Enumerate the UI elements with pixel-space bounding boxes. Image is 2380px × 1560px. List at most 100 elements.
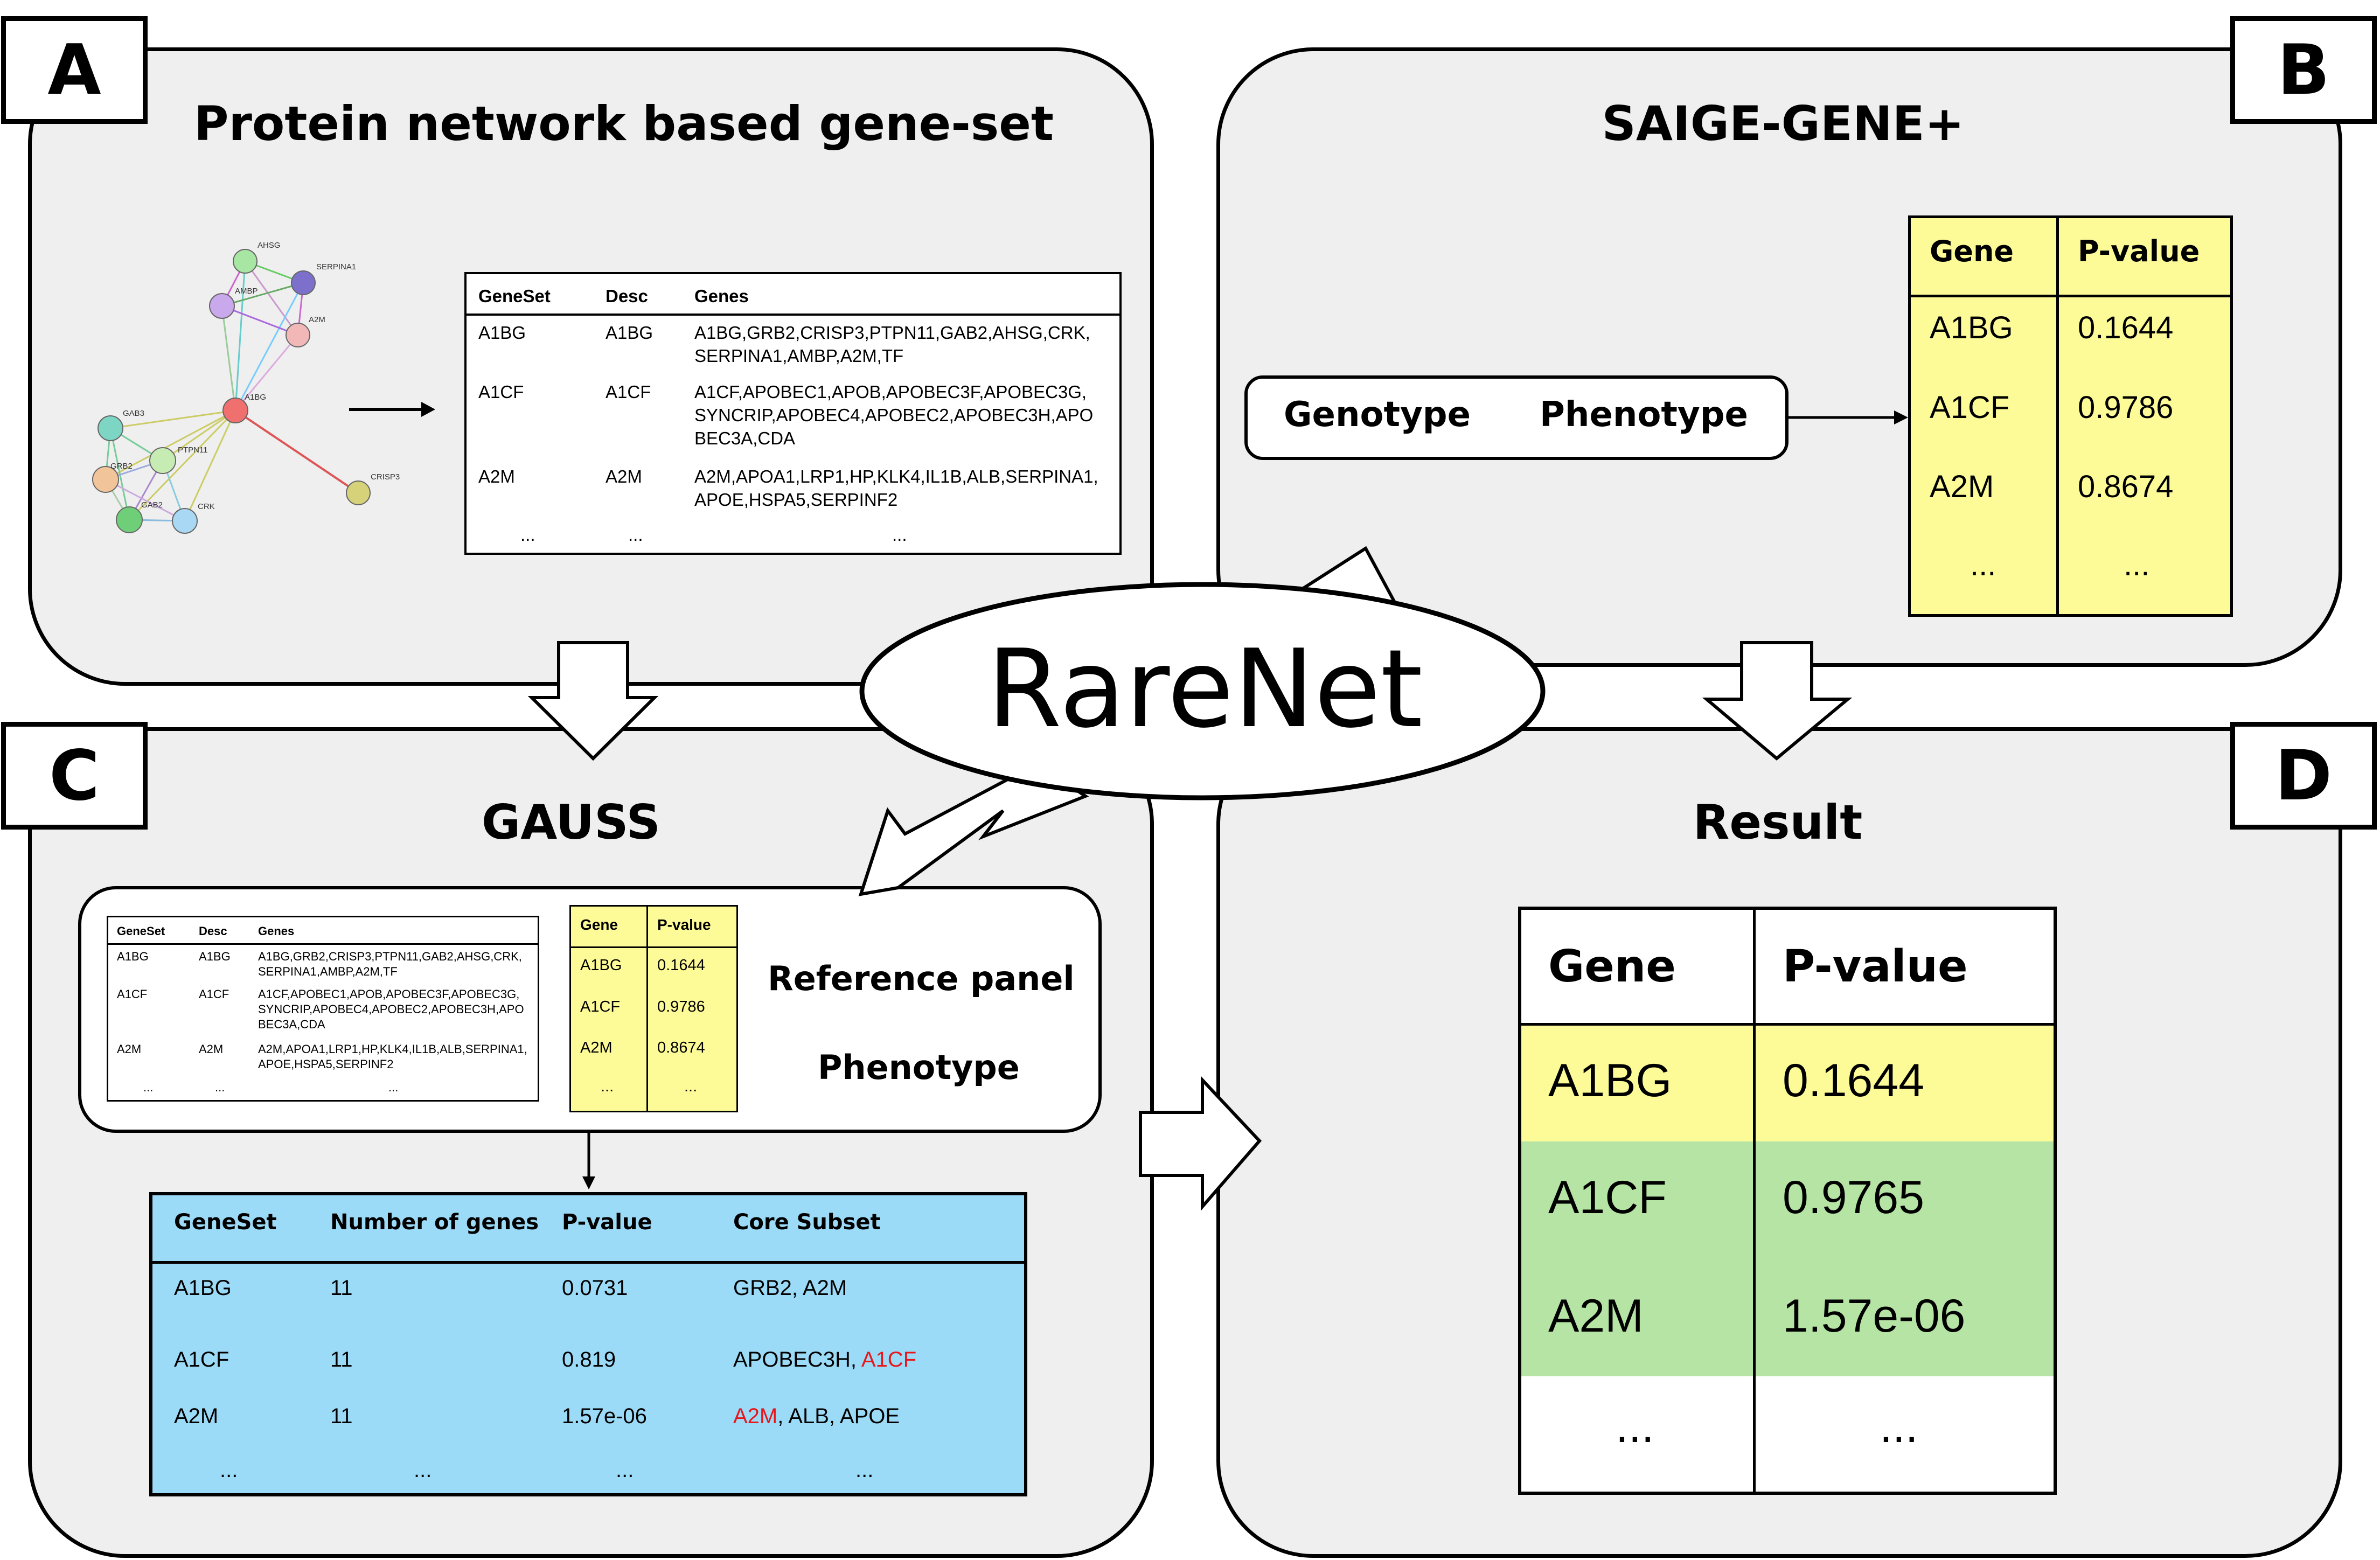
table-cell: A1BG (580, 957, 622, 974)
col-header: Desc (199, 924, 227, 938)
col-header: Gene (1930, 234, 2014, 268)
panel-d-label: D (2230, 722, 2377, 830)
arrow-rarenet-to-c (858, 762, 1089, 896)
table-cell: A1BG,GRB2,CRISP3,PTPN11,GAB2,AHSG,CRK, (258, 950, 522, 963)
table-ellipsis: ... (892, 525, 907, 545)
node-grb2 (92, 466, 119, 493)
node-gab2 (116, 506, 143, 533)
svg-text:GAB2: GAB2 (141, 500, 163, 510)
input-reference-panel: Reference panel (768, 959, 1075, 998)
table-cell: SYNCRIP,APOBEC4,APOBEC2,APOBEC3H,APO (258, 1002, 524, 1016)
col-header: P-value (562, 1210, 652, 1235)
col-header: Genes (694, 286, 749, 306)
table-cell: BEC3A,CDA (694, 428, 796, 448)
table-cell: A2M,APOA1,LRP1,HP,KLK4,IL1B,ALB,SERPINA1… (694, 466, 1098, 486)
table-cell: A1CF,APOBEC1,APOB,APOBEC3F,APOBEC3G, (258, 987, 520, 1001)
panel-b-title: SAIGE-GENE+ (1602, 96, 1965, 151)
table-cell: A1BG (174, 1276, 232, 1300)
table-cell: A1BG (478, 323, 526, 343)
table-cell: A1CF (478, 382, 524, 402)
table-ellipsis: ... (215, 1081, 225, 1094)
table-cell: A1CF (580, 998, 621, 1015)
rarenet-title: RareNet (987, 626, 1423, 752)
saige-pvalue-table: Gene P-value A1BG 0.1644 A1CF 0.9786 A2M… (1908, 215, 2233, 617)
row-green (1521, 1141, 2054, 1376)
panel-a-label: A (1, 16, 148, 124)
row-yellow (1521, 1024, 2054, 1141)
table-cell: A1BG (1930, 310, 2013, 345)
core-subset-cell: GRB2, A2M (733, 1276, 847, 1300)
table-cell: 0.8674 (657, 1039, 705, 1056)
table-cell: A1CF (606, 382, 651, 402)
node-serpina1 (291, 270, 316, 295)
table-cell: SYNCRIP,APOBEC4,APOBEC2,APOBEC3H,APO (694, 405, 1094, 425)
mini-pvalue-table: Gene P-value A1BG 0.1644 A1CF 0.9786 A2M… (569, 905, 738, 1112)
table-ellipsis: ... (1970, 547, 1996, 582)
col-header: Desc (606, 286, 648, 306)
table-cell: A1CF,APOBEC1,APOB,APOBEC3F,APOBEC3G, (694, 382, 1087, 402)
table-ellipsis: ... (414, 1458, 432, 1482)
col-header: GeneSet (117, 924, 165, 938)
saige-input-box (1244, 375, 1789, 460)
table-cell: A1BG,GRB2,CRISP3,PTPN11,GAB2,AHSG,CRK, (694, 323, 1090, 343)
input-phenotype-c: Phenotype (818, 1048, 1020, 1087)
table-cell: A1CF (1930, 390, 2010, 425)
svg-text:A2M: A2M (309, 315, 325, 324)
table-cell: 0.8674 (2078, 469, 2174, 504)
svg-text:AHSG: AHSG (258, 241, 281, 250)
svg-text:GAB3: GAB3 (123, 409, 144, 418)
table-ellipsis: ... (628, 525, 643, 545)
table-cell: 0.1644 (1783, 1055, 1925, 1106)
table-cell: A2M (580, 1039, 613, 1056)
table-cell: 0.819 (562, 1348, 616, 1371)
table-cell: A2M (174, 1404, 219, 1428)
input-genotype: Genotype (1284, 395, 1471, 435)
table-ellipsis: ... (388, 1081, 399, 1094)
input-phenotype: Phenotype (1540, 395, 1748, 435)
table-cell: 0.1644 (657, 957, 705, 974)
panel-c-title: GAUSS (482, 795, 660, 850)
table-cell: 1.57e-06 (1783, 1290, 1966, 1342)
table-cell: 11 (330, 1404, 353, 1428)
table-ellipsis: ... (220, 1458, 238, 1482)
table-cell: A1BG (606, 323, 653, 343)
table-cell: A1CF (117, 987, 148, 1001)
panel-b-label: B (2230, 16, 2377, 124)
table-ellipsis: ... (601, 1078, 614, 1095)
table-cell: A2M (199, 1042, 224, 1056)
table-cell: A2M,APOA1,LRP1,HP,KLK4,IL1B,ALB,SERPINA1… (258, 1042, 527, 1056)
final-result-table: Gene P-value A1BG 0.1644 A1CF 0.9765 A2M… (1518, 907, 2057, 1495)
col-header: GeneSet (478, 286, 551, 306)
mini-geneset-table: GeneSet Desc Genes A1BG A1BG A1BG,GRB2,C… (107, 916, 539, 1102)
table-cell: A1CF (174, 1348, 229, 1371)
table-cell: A1BG (117, 950, 149, 963)
table-ellipsis: ... (616, 1458, 634, 1482)
core-subset-cell: APOBEC3H, A1CF (733, 1348, 917, 1371)
svg-text:SERPINA1: SERPINA1 (316, 262, 356, 271)
table-cell: 0.1644 (2078, 310, 2174, 345)
geneset-table-a: GeneSet Desc Genes A1BG A1BG A1BG,GRB2,C… (464, 272, 1122, 555)
table-cell: 11 (330, 1276, 353, 1300)
col-header: Gene (1548, 941, 1676, 992)
table-cell: BEC3A,CDA (258, 1018, 325, 1031)
node-a1bg (222, 398, 248, 423)
table-ellipsis: ... (684, 1078, 698, 1095)
col-header: Gene (580, 916, 618, 933)
table-cell: 0.9765 (1783, 1172, 1925, 1223)
col-header: P-value (657, 916, 711, 933)
table-ellipsis: ... (855, 1458, 874, 1482)
col-header: GeneSet (174, 1210, 277, 1235)
node-ahsg (233, 249, 258, 274)
table-cell: A1BG (199, 950, 231, 963)
table-cell: APOE,HSPA5,SERPINF2 (258, 1057, 394, 1071)
table-ellipsis: ... (143, 1081, 154, 1094)
table-cell: 0.0731 (562, 1276, 628, 1300)
table-cell: A2M (1930, 469, 1994, 504)
col-header: Core Subset (733, 1210, 881, 1235)
node-crisp3 (346, 480, 371, 505)
svg-text:PTPN11: PTPN11 (178, 445, 208, 455)
col-header: Genes (258, 924, 295, 938)
